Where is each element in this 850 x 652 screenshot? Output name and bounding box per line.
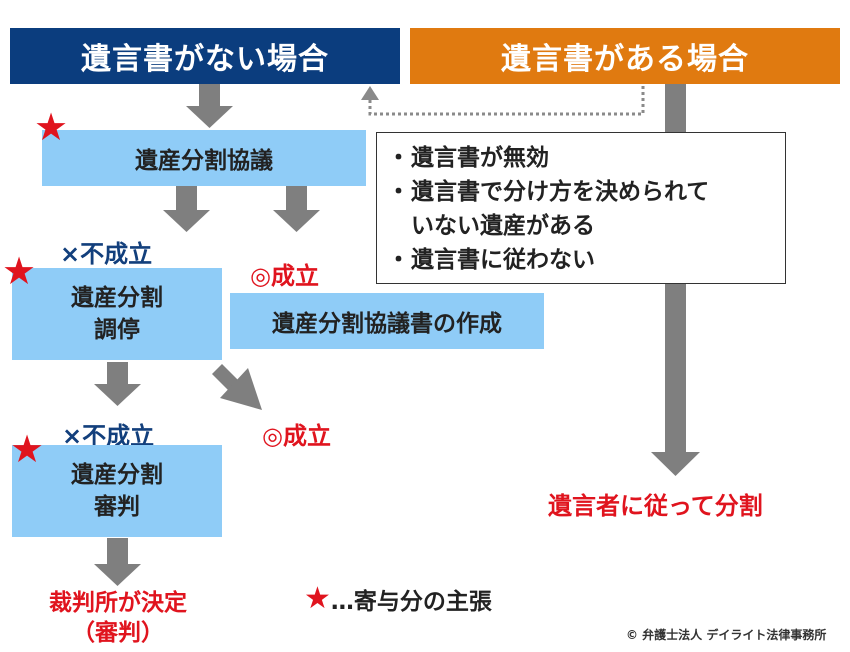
step-agreement-doc-label: 遺産分割協議書の作成 [272,311,502,337]
outcome-court-decision: 裁判所が決定 （審判） [8,588,228,648]
step-mediation-line1: 遺産分割 [71,285,163,311]
condition-item: ・ 遺言書が無効 [387,141,785,175]
header-no-will-label: 遺言書がない場合 [81,42,329,77]
step-mediation: 遺産分割 調停 [12,268,222,360]
star-icon-negotiation: ★ [34,105,69,149]
arrow-negotiation-to-agreement [273,186,320,232]
condition-text: 遺言書が無効 [411,145,549,171]
step-trial-line1: 遺産分割 [71,462,163,488]
step-mediation-line2: 調停 [94,317,140,343]
outcome-follow-will: 遺言者に従って分割 [548,492,763,520]
header-no-will: 遺言書がない場合 [10,28,400,84]
condition-item: いない遺産がある [387,209,785,243]
header-has-will: 遺言書がある場合 [410,28,840,84]
label-success-1: ◎成立 [250,262,319,290]
step-negotiation: 遺産分割協議 [42,130,366,186]
arrow-mediation-to-trial [94,362,141,406]
legend-text: …寄与分の主張 [330,589,492,615]
star-icon-trial: ★ [10,427,45,471]
star-icon-mediation: ★ [2,249,37,293]
dotted-feedback-arrow [361,86,645,116]
arrow-header-to-negotiation [186,84,233,128]
condition-text: 遺言書で分け方を決められて [411,179,710,205]
step-trial-line2: 審判 [94,494,140,520]
arrow-mediation-to-success [212,364,262,410]
header-has-will-label: 遺言書がある場合 [501,42,749,77]
outcome-court-line2: （審判） [72,620,164,646]
step-trial: 遺産分割 審判 [12,445,222,537]
outcome-court-line1: 裁判所が決定 [49,590,187,616]
step-negotiation-label: 遺産分割協議 [135,148,273,174]
condition-text: いない遺産がある [411,213,595,239]
arrow-negotiation-to-mediation [163,186,210,232]
copyright: © 弁護士法人 デイライト法律事務所 [626,628,827,642]
step-agreement-doc: 遺産分割協議書の作成 [230,293,544,349]
arrow-trial-to-court [94,538,141,586]
bullet: ・ [387,145,410,171]
legend: ★ …寄与分の主張 [304,582,492,616]
label-success-2: ◎成立 [262,422,331,450]
star-icon-legend: ★ [304,581,331,616]
conditions-box: ・ 遺言書が無効 ・ 遺言書で分け方を決められて いない遺産がある ・ 遺言書に… [376,132,786,284]
condition-item: ・ 遺言書で分け方を決められて [387,175,785,209]
bullet: ・ [387,179,410,205]
label-failed-1: ×不成立 [60,240,153,268]
bullet: ・ [387,247,410,273]
condition-item: ・ 遺言書に従わない [387,243,785,277]
condition-text: 遺言書に従わない [411,247,595,273]
